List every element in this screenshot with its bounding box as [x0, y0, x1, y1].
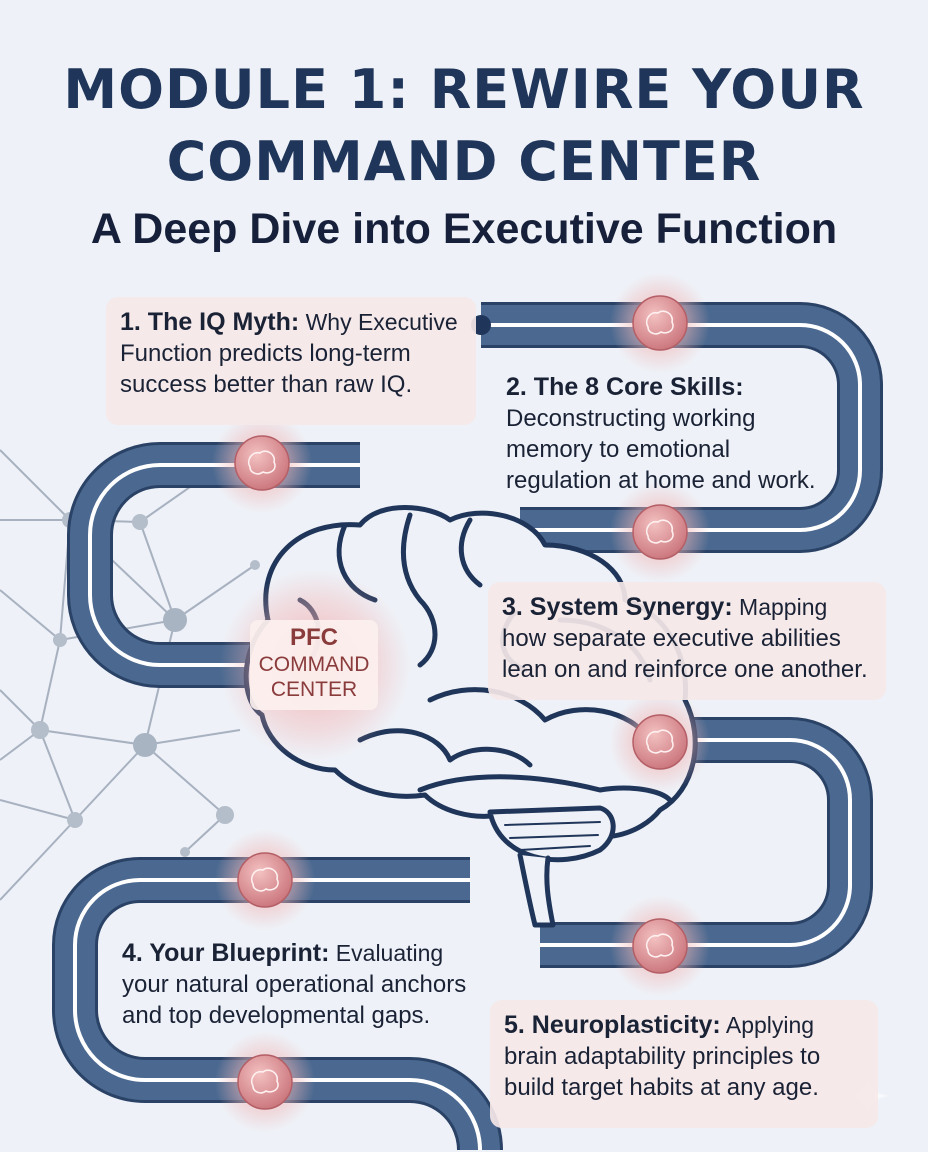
path-track — [52, 302, 883, 1152]
step-description: your natural operational anchors and top… — [122, 971, 467, 1029]
step-heading: 3. System Synergy: — [502, 593, 733, 621]
step-description: Function predicts long-term success bett… — [120, 340, 413, 398]
page-title-line2: COMMAND CENTER — [166, 130, 762, 193]
step-card-1: 1. The IQ Myth: Why Executive Function p… — [106, 297, 476, 425]
node-brain-icon — [212, 413, 312, 513]
step-text: Why Executive — [299, 309, 458, 335]
node-brain-icon — [215, 830, 315, 930]
step-heading: 2. The 8 Core Skills: — [506, 373, 744, 401]
node-brain-icon — [610, 896, 710, 996]
step-card-2: 2. The 8 Core Skills: Deconstructing wor… — [492, 362, 840, 500]
pfc-label-line1: PFC — [290, 624, 338, 651]
step-card-3: 3. System Synergy: Mapping how separate … — [488, 582, 886, 700]
node-brain-icon — [610, 273, 710, 373]
step-card-5: 5. Neuroplasticity: Applying brain adapt… — [490, 1000, 878, 1128]
step-text: Evaluating — [329, 940, 444, 966]
step-description: brain adaptability principles to build t… — [504, 1043, 821, 1101]
pfc-label: PFC COMMAND CENTER — [250, 620, 378, 710]
step-heading: 5. Neuroplasticity: — [504, 1011, 721, 1039]
page-subtitle: A Deep Dive into Executive Function — [90, 205, 838, 253]
step-text: Mapping — [732, 594, 828, 620]
step-heading: 4. Your Blueprint: — [122, 939, 330, 967]
step-description: Deconstructing working memory to emotion… — [506, 405, 816, 494]
pfc-label-line2: COMMAND — [258, 653, 370, 676]
node-brain-icon — [610, 482, 710, 582]
path-nodes — [212, 273, 710, 1132]
step-description: how separate executive abilities lean on… — [502, 625, 868, 683]
pfc-label-line3: CENTER — [270, 678, 358, 701]
node-brain-icon — [215, 1032, 315, 1132]
step-heading: 1. The IQ Myth: — [120, 308, 300, 336]
node-brain-icon — [610, 692, 710, 792]
step-text: Applying — [720, 1012, 815, 1038]
page-title-line1: MODULE 1: REWIRE YOUR — [63, 58, 865, 121]
step-card-4: 4. Your Blueprint: Evaluating your natur… — [108, 928, 488, 1044]
